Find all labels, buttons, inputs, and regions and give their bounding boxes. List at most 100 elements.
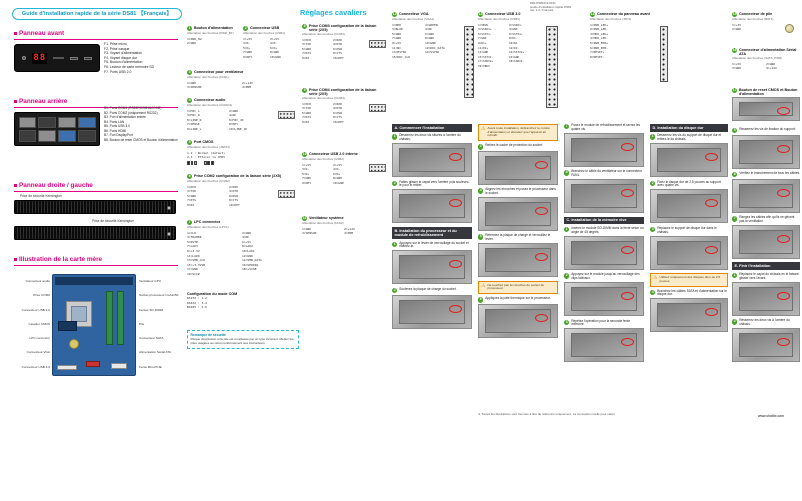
install-header-c: C. Installation de la mémoire vive [564, 216, 644, 225]
usb-port-icon [70, 56, 79, 60]
rear-panel-label-list: B1. Ports COM1 (RS232/COM1&COM2)B2. Port… [104, 106, 182, 142]
pin-entry: 1=+3V [732, 22, 742, 27]
jumper-section-title: Connecteur USB [249, 26, 280, 30]
power-button-icon [21, 55, 27, 61]
pin-entry: 2=GND [242, 230, 252, 235]
step-photo [392, 189, 472, 224]
pin-entry: 1=PWR_SW [187, 36, 202, 41]
jumper-section-title: Connecteur pour ventilateur [193, 70, 244, 74]
step-photo [732, 178, 800, 213]
pin-header-grid-icon [369, 104, 386, 112]
annotation-circle [777, 188, 790, 197]
step-number-badge: 4 [650, 289, 656, 296]
pin-entry: 4=PWM [344, 231, 354, 236]
pin-list: 1=PWR_LED+2=PWR_LED-3=HDD_LED+4=HDD_LED-… [590, 23, 652, 60]
pin-entry: 17=SSRX2+ [478, 59, 494, 64]
step-instruction: Fixez le disque dur de 2,5 pouces au sup… [657, 179, 721, 188]
annotation-circle [621, 245, 634, 254]
pin-entry: 1=DCD [187, 184, 197, 189]
pin-entry: 2=GREEN [425, 22, 438, 27]
step-number-badge: 5 [732, 128, 738, 134]
step-photo [564, 179, 644, 214]
section-number-badge: 14 [590, 12, 596, 18]
step-number-badge: 2 [392, 180, 398, 187]
front-panel-label: F5. Bouton d'alimentation [104, 60, 143, 65]
pin-assignment-label: Affectation des broches (COM3) [302, 32, 345, 37]
annotation-circle [705, 308, 718, 317]
com-config-option: RS485 : 5-6 [187, 305, 207, 310]
kensington-lock-label: Prise de sécurité Kensington [92, 219, 134, 223]
section-bullet-icon [14, 184, 17, 187]
step-instruction: Replacez le capot du châssis en le faisa… [739, 271, 799, 280]
pin-entry: 7=RTS [302, 51, 312, 56]
section-bullet-icon [14, 258, 17, 261]
cmos-option-list: 1-2 : Normal (défaut)2-3 : Effacer le CM… [187, 151, 297, 160]
pin-entry: 11=LAD0 [187, 253, 200, 258]
sata-connector-icon [86, 361, 100, 367]
pin-entry: 1=+5V [243, 36, 253, 41]
step-number-badge: 2 [732, 319, 738, 325]
side-panel-section-title: Panneau droite / gauche [14, 182, 178, 192]
step-number-badge: 5 [478, 234, 484, 240]
step-instruction: Appuyez sur le levier de verrouillage du… [399, 240, 469, 249]
warning-box: ⚠ Utilisez uniquement des disques durs d… [650, 273, 728, 287]
pin-entry: 18=+5VSB [242, 267, 257, 272]
annotation-circle [449, 304, 462, 313]
pin-entry: 4=D- [270, 41, 278, 46]
pin-entry: 2=+12V [242, 80, 253, 85]
section-number-badge: 9 [302, 88, 308, 94]
pin-entry: 6=GND [425, 31, 435, 36]
pin-entry: 9=D1+ [478, 40, 487, 45]
pin-entry: 3=BLUE [392, 27, 403, 32]
step-instruction: Resserrez les deux vis à l'arrière du ch… [739, 318, 790, 326]
front-panel-label: F6. Lecteur de carte mémoire SD [104, 64, 155, 69]
install-column-2: ⚠ Avant toute installation, débranchez l… [478, 124, 558, 341]
annotation-circle [535, 253, 548, 262]
pin-entry: 13=SMB_CLK [187, 258, 206, 263]
step-instruction: Répétez l'opération pour la seconde fent… [571, 318, 631, 327]
connector-grid-icon [660, 26, 668, 82]
section-number-badge: 4 [187, 98, 193, 104]
step-photo [650, 143, 728, 178]
pin-entry: 1=+5V [302, 162, 312, 167]
pin-entry: 10=GND [270, 54, 281, 59]
front-panel-label: F7. Ports USB 2.0 [104, 69, 132, 74]
pin-entry: 4=GND [509, 27, 518, 32]
pin-entry: 6=DSR [229, 193, 239, 198]
pin-entry: 4=DTR [229, 189, 239, 194]
print-info-line: Ver. 1.0 / Français [530, 8, 554, 13]
pin-entry: 4=NC [229, 113, 237, 118]
warning-icon: ⚠ [481, 126, 486, 132]
front-panel-title-text: Panneau avant [19, 30, 65, 37]
step-instruction: Rangez les câbles afin qu'ils ne gênent … [739, 215, 795, 223]
jumper-section-title: Port CMOS [193, 140, 214, 144]
pin-entry: 2=+5V [333, 162, 343, 167]
pin-entry: 7=GND [392, 36, 402, 41]
pin-entry: 5=PWR_BTN+ [590, 40, 609, 45]
annotation-circle [777, 291, 790, 300]
motherboard-callout-label: Connecteur audio [25, 279, 50, 283]
pin-entry: 6=+5V [242, 239, 252, 244]
step-number-badge: 2 [392, 287, 398, 294]
motherboard-callout-label: Connecteur SATA [139, 336, 164, 341]
header-connector-icon [111, 363, 127, 369]
